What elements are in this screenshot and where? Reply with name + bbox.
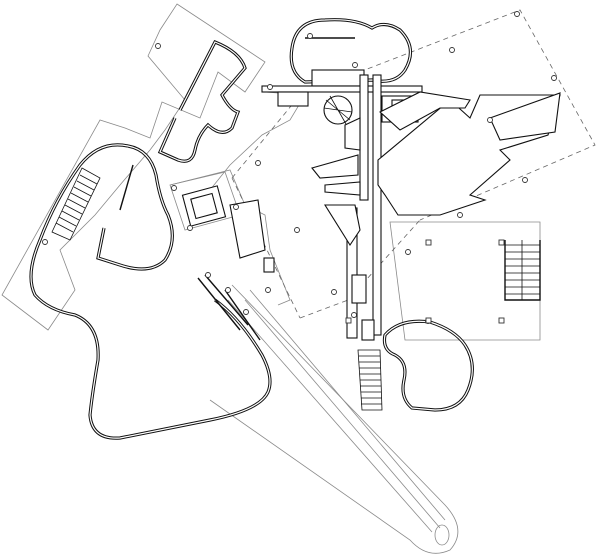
entrance-pavilion (169, 171, 275, 273)
stair-center-bottom (357, 349, 383, 411)
columns (42, 11, 557, 324)
stair-left (51, 167, 101, 241)
angular-wings (377, 91, 561, 216)
ramp-walls (197, 274, 261, 341)
curved-room-top-left (157, 39, 247, 163)
left-wedges (311, 117, 361, 247)
curved-room-bottom-right (382, 319, 474, 412)
curved-wall-left (29, 143, 272, 440)
oval-pavilion (289, 18, 412, 87)
ramp-wedge (209, 284, 459, 554)
central-spine (346, 74, 382, 341)
dashed-lines (231, 9, 596, 319)
stair-right (504, 240, 541, 301)
